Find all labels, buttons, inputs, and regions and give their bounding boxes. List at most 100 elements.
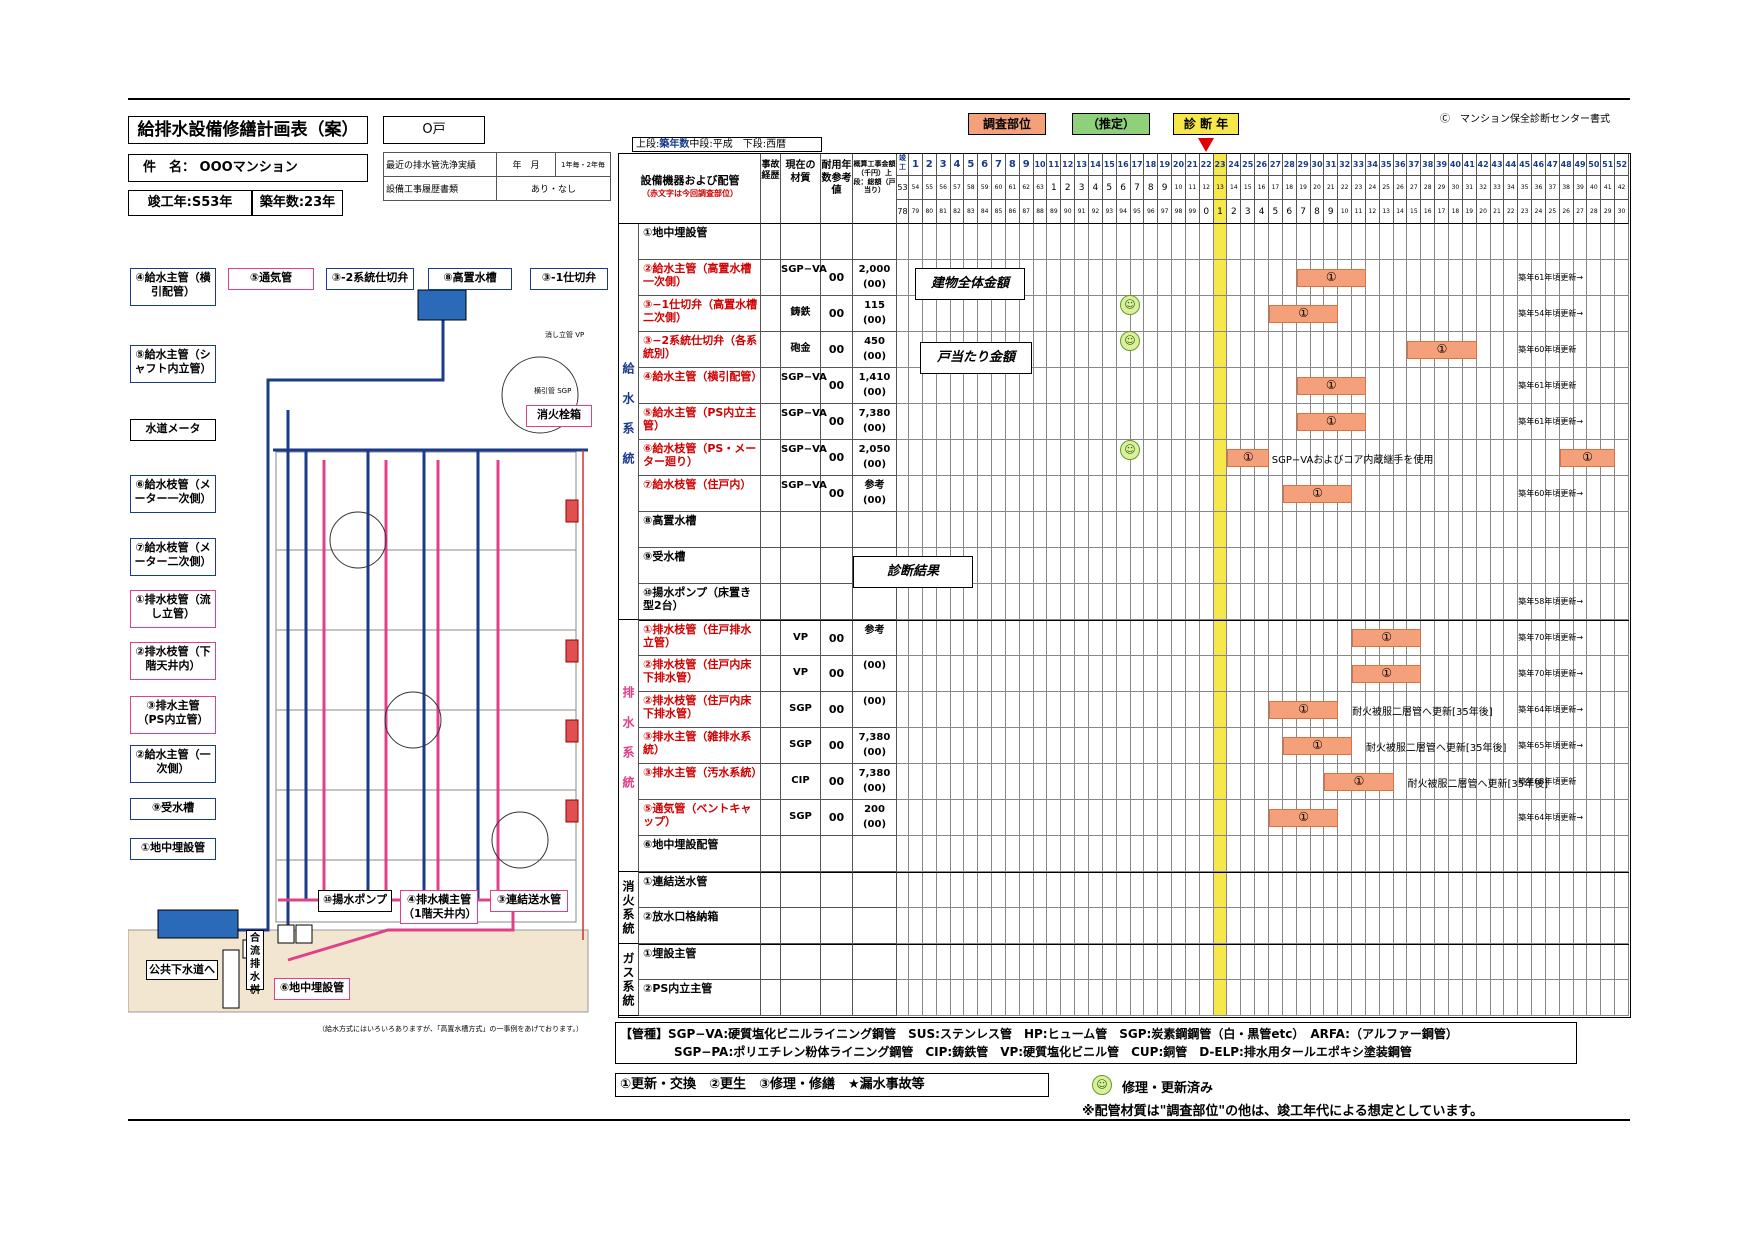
diagram-caption: （給水方式にはいろいろありますが、「高置水槽方式」の一事例をあげております。） [318, 1025, 583, 1033]
renewal-note: 築年61年頃更新→ [1518, 273, 1584, 282]
year-seireki: 11 [1352, 200, 1366, 224]
gantt-row [897, 836, 1629, 872]
category-fire: 消火系統 [619, 872, 639, 944]
year-age: 19 [1158, 154, 1173, 176]
row-cost-unit: (00) [862, 819, 887, 830]
row-name: ⑩揚水ポンプ（床置き型2台） [639, 584, 761, 620]
row-cost-total: 1,410 [858, 372, 891, 383]
project-name: OOOマンション [199, 160, 298, 175]
row-name: ②排水枝管（住戸内床下排水管） [639, 656, 761, 692]
row-cost-unit: (00) [862, 783, 887, 794]
category-drain: 排水系統 [619, 620, 639, 872]
row-cost-unit: (00) [862, 423, 887, 434]
renewal-note: 築年70年頃更新→ [1518, 669, 1584, 678]
year-age: 3 [936, 154, 951, 176]
row-accident [761, 728, 781, 764]
year-heisei: 55 [922, 176, 937, 200]
year-seireki: 80 [922, 200, 937, 224]
year-seireki: 1 [1213, 200, 1228, 224]
year-heisei: 60 [992, 176, 1006, 200]
label-confluence-pit: 合流排水桝 [246, 930, 264, 996]
header-life: 耐用年数参考値 [821, 154, 853, 224]
row-name: ①埋設主管 [639, 944, 761, 980]
year-heisei: 23 [1352, 176, 1366, 200]
row-life [821, 872, 853, 908]
row-material [781, 512, 821, 548]
year-heisei: 41 [1601, 176, 1616, 200]
row-life: 00 [821, 476, 853, 512]
year-seireki: 6 [1282, 200, 1297, 224]
year-age: 36 [1393, 154, 1408, 176]
row-cost: 2,050(00) [853, 440, 897, 476]
inline-note: 耐火被服二層管へ更新[35年後] [1365, 743, 1507, 754]
year-age: 48 [1559, 154, 1574, 176]
label-drain-main-ps: ③排水主管（PS内立管） [130, 696, 216, 734]
year-seireki: 4 [1255, 200, 1269, 224]
row-name: ②給水主管（高置水槽一次側） [639, 260, 761, 296]
row-accident [761, 476, 781, 512]
gantt-row [897, 548, 1629, 584]
year-age: 2 [922, 154, 937, 176]
row-name: ④給水主管（横引配管） [639, 368, 762, 404]
top-rule [128, 98, 1630, 100]
renewal-note: 築年61年頃更新 [1518, 381, 1577, 390]
row-life: 00 [821, 764, 853, 800]
renewal-note: 築年70年頃更新→ [1518, 633, 1584, 642]
legend-diagnosis-year: 診 断 年 [1173, 113, 1239, 135]
row-accident [761, 620, 781, 656]
row-cost-total: 115 [864, 300, 885, 311]
year-seireki: 24 [1532, 200, 1546, 224]
year-seireki: 85 [992, 200, 1006, 224]
year-age: 44 [1504, 154, 1519, 176]
year-seireki: 90 [1061, 200, 1076, 224]
row-life: 00 [821, 296, 853, 332]
row-cost-unit: (00) [862, 660, 887, 671]
row-accident [761, 368, 781, 404]
year-heisei: 35 [1518, 176, 1533, 200]
history-table: 最近の排水管洗浄実績 年 月 1年毎・2年毎 設備工事履歴書類 あり・なし [383, 152, 611, 201]
year-heisei: 30 [1449, 176, 1463, 200]
row-material [781, 836, 821, 872]
row-material: SGP [781, 692, 821, 728]
row-name: ⑥地中埋設配管 [639, 836, 761, 872]
label-drain-branch-sink: ①排水枝管（流し立管） [130, 590, 216, 628]
renewal-note: 築年64年頃更新→ [1518, 705, 1584, 714]
gantt-row [897, 908, 1629, 944]
year-seireki: 87 [1019, 200, 1034, 224]
row-cost-total: 7,380 [858, 408, 891, 419]
row-material: SGP−VA [781, 440, 827, 476]
row-material [781, 872, 821, 908]
row-cost [853, 584, 897, 620]
gantt-row [897, 656, 1629, 692]
row-name: ②排水枝管（住戸内床下排水管） [639, 692, 761, 728]
label-system-valve: ③-2系統仕切弁 [326, 268, 414, 290]
year-age: 27 [1269, 154, 1283, 176]
year-heisei: 42 [1615, 176, 1629, 200]
year-seireki: 86 [1005, 200, 1020, 224]
row-name: ⑤通気管（ベントキャップ） [639, 800, 761, 836]
year-heisei: 34 [1504, 176, 1519, 200]
year-heisei: 40 [1587, 176, 1602, 200]
row-accident [761, 296, 781, 332]
inset-sgp: 横引管 SGP [534, 387, 572, 395]
gantt-bar: ① [1407, 341, 1477, 359]
year-heisei: 32 [1476, 176, 1491, 200]
row-cost [853, 512, 897, 548]
year-heisei: 33 [1490, 176, 1505, 200]
year-age: 32 [1338, 154, 1353, 176]
row-cost: 2,000(00) [853, 260, 897, 296]
year-age: 35 [1379, 154, 1394, 176]
row-cost: (00) [853, 692, 897, 728]
label-branch-secondary: ⑦給水枝管（メーター二次側） [130, 538, 216, 576]
row-material [781, 224, 821, 260]
gantt-bar: ① [1296, 269, 1366, 287]
legend-survey: 調査部位 [968, 113, 1046, 135]
gantt-bar: ① [1269, 305, 1339, 323]
callout-per-unit: 戸当たり金額 [920, 342, 1032, 374]
row-cost: 7,380(00) [853, 728, 897, 764]
year-seireki: 27 [1573, 200, 1588, 224]
header-equipment [619, 154, 761, 224]
row-accident [761, 404, 781, 440]
row-accident [761, 908, 781, 944]
year-seireki: 8 [1310, 200, 1325, 224]
